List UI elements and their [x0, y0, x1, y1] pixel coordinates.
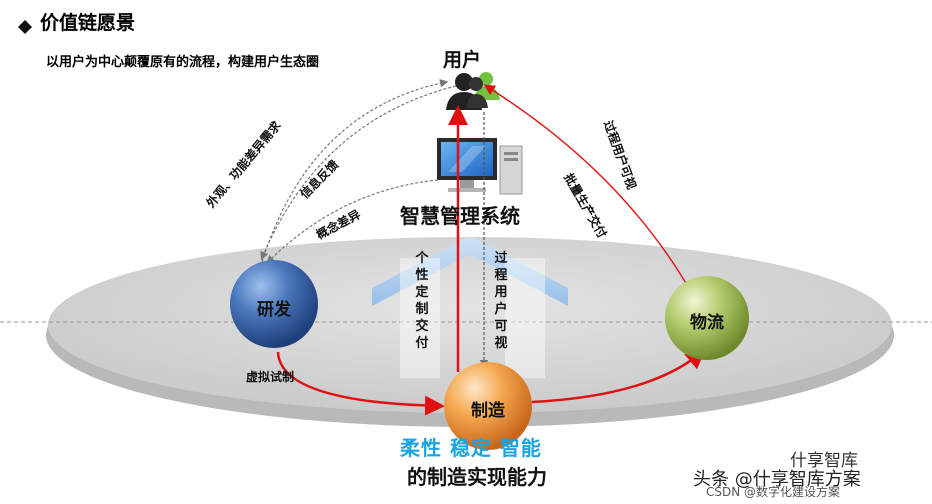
user-group-icon	[446, 72, 500, 110]
arrow-batch-delivery	[483, 84, 691, 291]
arrow-info-feedback	[260, 85, 457, 261]
house-shape	[372, 236, 568, 378]
logistics-sphere	[665, 276, 749, 360]
watermark-line2: 头条 @什享智库方案	[693, 469, 861, 490]
logistics-label: 物流	[690, 313, 724, 333]
system-label: 智慧管理系统	[400, 204, 520, 228]
arrow-mfg-to-logistics	[531, 348, 706, 404]
manufacturing-sphere	[444, 362, 532, 450]
watermark-line3: CSDN @数字化建设方案	[706, 485, 841, 499]
label-virtual-trial: 虚拟试制	[246, 370, 295, 384]
computer-icon	[437, 138, 523, 195]
page-title: 价值链愿景	[40, 12, 136, 34]
manufacturing-label: 制造	[471, 401, 505, 421]
capability-tagline: 的制造实现能力	[407, 465, 547, 489]
arrow-virtual-trial	[276, 351, 445, 416]
arrow-concept-difference	[266, 179, 439, 264]
rd-label: 研发	[257, 300, 291, 320]
label-process-visible-mid: 过程用户可视	[494, 251, 508, 351]
diamond-bullet-icon	[18, 20, 32, 34]
user-label: 用户	[443, 49, 482, 71]
label-custom-delivery: 个性定制交付	[415, 251, 429, 351]
page-subtitle: 以用户为中心颠覆原有的流程，构建用户生态圈	[46, 55, 320, 70]
rd-sphere	[230, 260, 318, 348]
capabilities-caption: 柔性 稳定 智能	[400, 436, 542, 460]
watermark-line1: 什享智库	[790, 451, 858, 471]
arrow-appearance-demand	[261, 79, 449, 263]
